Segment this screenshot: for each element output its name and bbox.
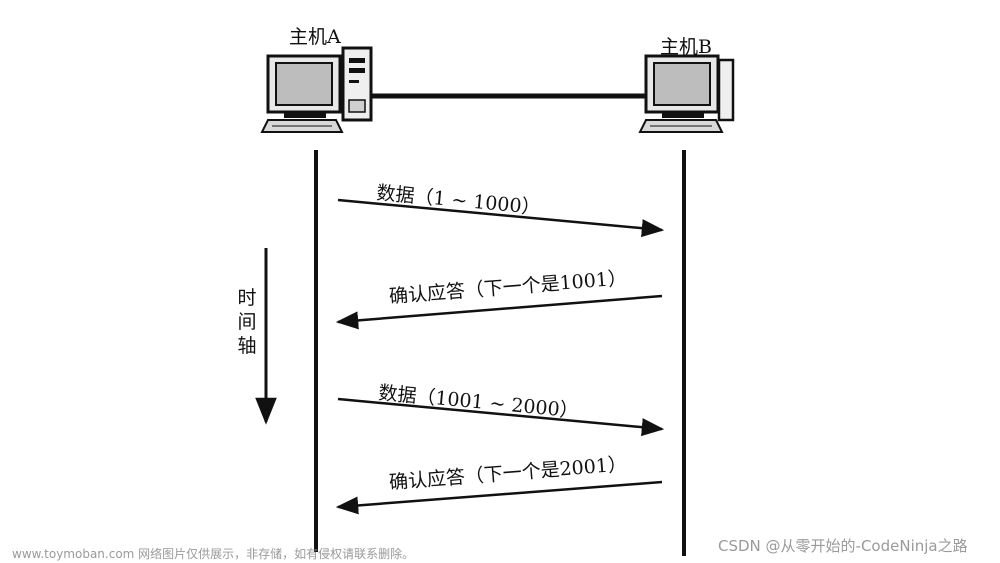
message-arrow-1 — [337, 198, 665, 238]
watermark-right: CSDN @从零开始的-CodeNinja之路 — [718, 537, 968, 555]
host-b-label: 主机B — [660, 36, 712, 58]
message-arrow-3 — [337, 397, 665, 437]
message-arrow-2 — [335, 294, 663, 330]
host-a-label: 主机A — [289, 26, 341, 48]
time-axis-label: 时间轴 — [237, 287, 257, 357]
message-arrow-4 — [335, 480, 663, 515]
watermark-left: www.toymoban.com 网络图片仅供展示，非存储，如有侵权请联系删除。 — [12, 547, 415, 561]
host-b-computer-icon — [638, 54, 735, 133]
host-a-computer-icon — [260, 46, 373, 133]
